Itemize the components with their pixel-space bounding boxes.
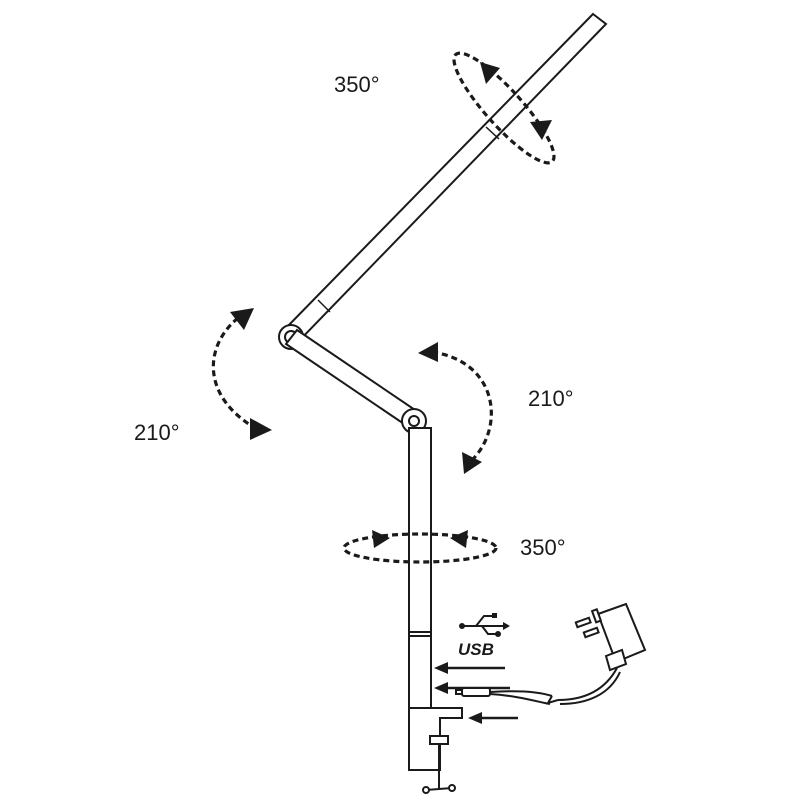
plug-prongs-icon	[574, 608, 603, 639]
power-cable	[434, 602, 647, 705]
clamp-arrow-icon	[468, 712, 518, 724]
desk-clamp	[408, 707, 463, 794]
lamp-head-arm	[282, 12, 608, 345]
lower-joint-rotation-indicator	[418, 342, 493, 474]
usb-arrow-icon	[434, 662, 505, 674]
upper-joint-rotation-indicator	[211, 308, 272, 440]
usb-label: USB	[458, 640, 494, 659]
vertical-pole	[408, 427, 432, 709]
power-adapter-icon	[574, 602, 647, 672]
lower-joint-label: 210°	[528, 386, 574, 411]
middle-arm	[284, 328, 427, 434]
usb-icon	[459, 613, 510, 637]
base-rotation-indicator	[342, 530, 498, 564]
head-rotation-label: 350°	[334, 72, 380, 97]
base-rotation-label: 350°	[520, 535, 566, 560]
usb-indicator: USB	[434, 613, 510, 674]
upper-joint-label: 210°	[134, 420, 180, 445]
